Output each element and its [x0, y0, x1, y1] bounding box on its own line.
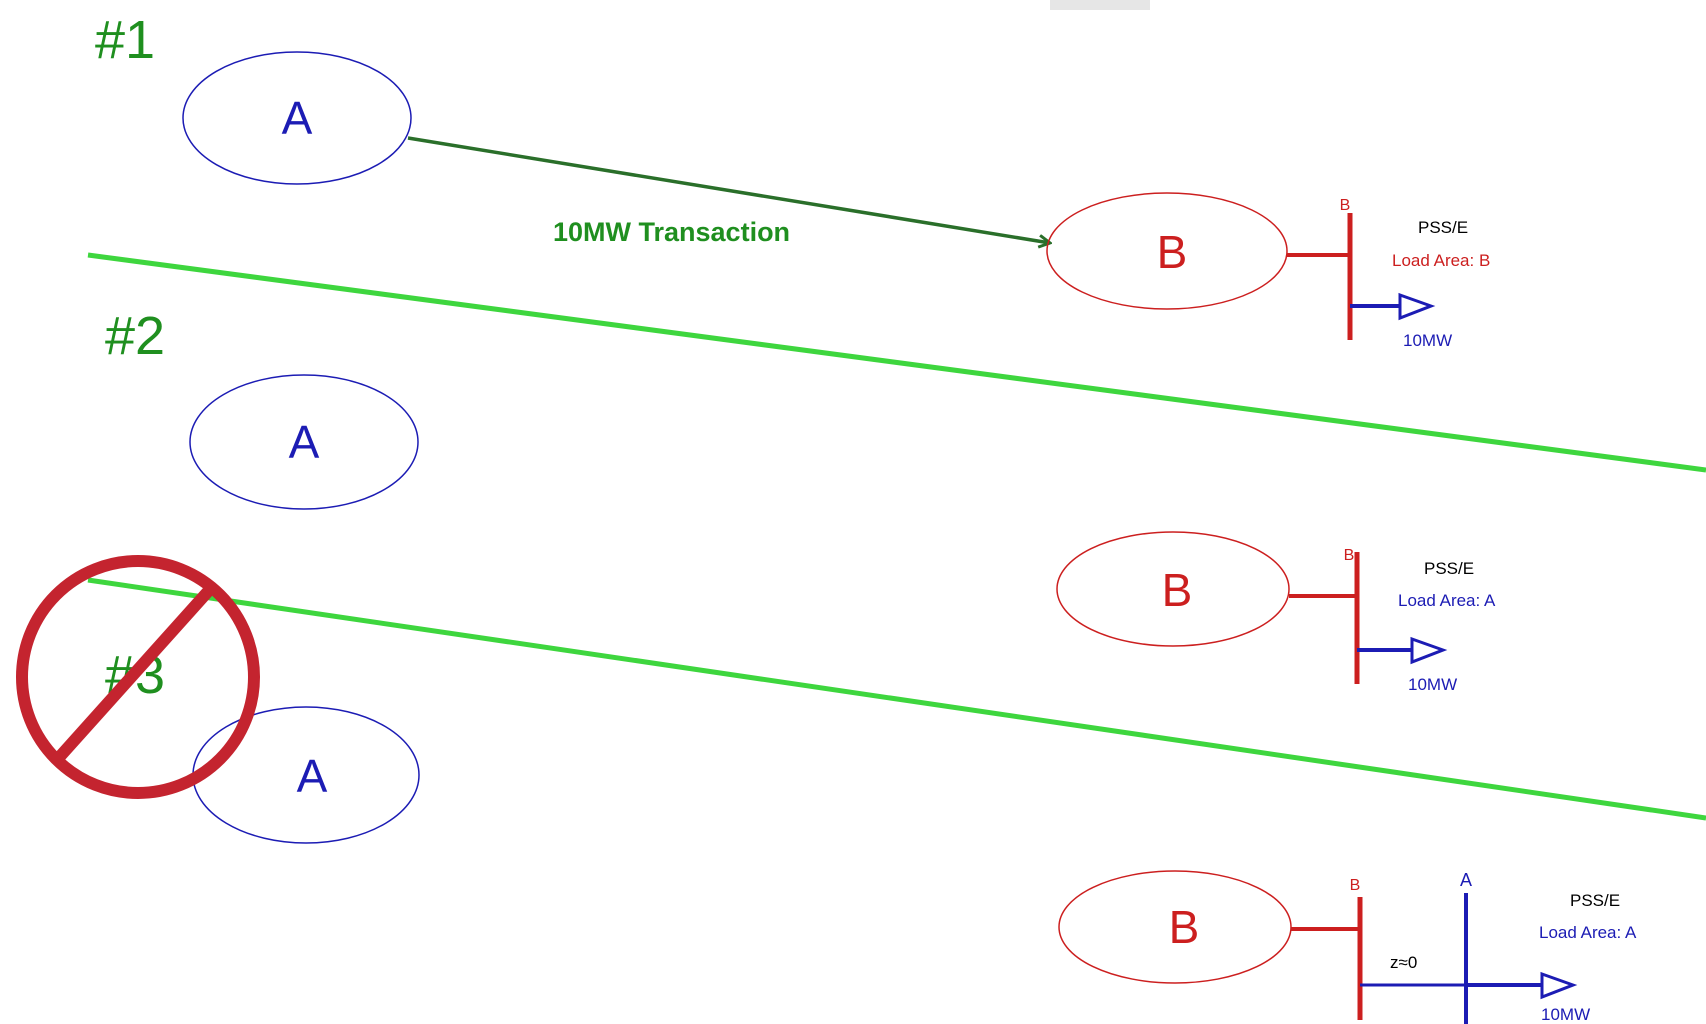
load-label: 10MW	[1541, 1005, 1590, 1024]
impedance-label: z≈0	[1390, 953, 1417, 972]
load-label: 10MW	[1408, 675, 1457, 694]
load-arrow-icon	[1540, 971, 1578, 1000]
area-b-ellipse	[1056, 531, 1290, 647]
area-a-label: A	[289, 416, 320, 468]
prohibited-icon	[16, 555, 260, 799]
load-arrow-icon	[1398, 292, 1436, 321]
bus-b-label: B	[1340, 197, 1351, 214]
transaction-arrow	[407, 136, 1050, 243]
case-1: #1 A 10MW Transaction B B 10MW PSS/E Loa…	[95, 10, 1490, 350]
pss-label: PSS/E	[1570, 891, 1620, 910]
load-area-label: Load Area: B	[1392, 251, 1490, 270]
load-area-label: Load Area: A	[1539, 923, 1637, 942]
area-b-label: B	[1162, 564, 1193, 616]
area-b-label: B	[1169, 901, 1200, 953]
case-2-number: #2	[105, 306, 165, 366]
case-3: #3 A B B z≈0 A 10MW PSS/E Load Area: A	[16, 555, 1637, 1024]
area-a-label: A	[282, 92, 313, 144]
case-1-number: #1	[95, 10, 155, 70]
pss-label: PSS/E	[1424, 559, 1474, 578]
load-arrow-icon	[1410, 636, 1448, 665]
area-a-label: A	[297, 750, 328, 802]
divider-line-2	[87, 577, 1706, 821]
case-2: #2 A B B 10MW PSS/E Load Area: A	[105, 306, 1496, 694]
divider-line-1	[87, 252, 1706, 473]
load-area-label: Load Area: A	[1398, 591, 1496, 610]
area-a-ellipse	[182, 51, 412, 185]
area-b-ellipse	[1046, 192, 1288, 310]
top-crop-artifact	[1050, 0, 1150, 10]
pss-label: PSS/E	[1418, 218, 1468, 237]
area-b-label: B	[1157, 226, 1188, 278]
bus-b-label: B	[1344, 547, 1355, 564]
area-a-ellipse	[189, 374, 419, 510]
transaction-label: 10MW Transaction	[553, 217, 790, 247]
bus-a-label: A	[1460, 870, 1472, 890]
load-label: 10MW	[1403, 331, 1452, 350]
bus-b-label: B	[1350, 877, 1361, 894]
